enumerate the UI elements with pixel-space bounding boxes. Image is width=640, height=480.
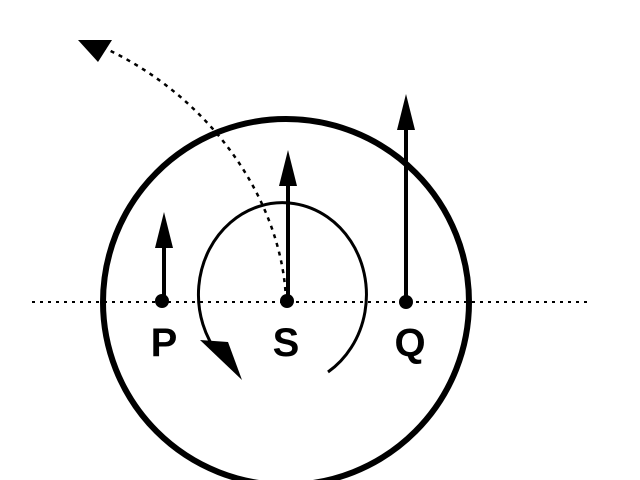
rotation-arc [196, 201, 368, 374]
velocity-arrowhead-p-icon [155, 212, 173, 248]
rotation-arrowhead-icon [200, 340, 242, 380]
label-p: P [151, 321, 178, 365]
disc-outline [100, 116, 472, 480]
dotted-trajectory-curve [99, 44, 288, 301]
point-p-dot [155, 294, 169, 308]
label-q: Q [394, 321, 425, 365]
trajectory-arrowhead-icon [78, 40, 112, 62]
velocity-arrowhead-q-icon [397, 94, 415, 130]
point-q-dot [399, 295, 413, 309]
velocity-arrowhead-s-icon [279, 150, 297, 186]
point-s-dot [280, 294, 294, 308]
label-s: S [273, 321, 300, 365]
